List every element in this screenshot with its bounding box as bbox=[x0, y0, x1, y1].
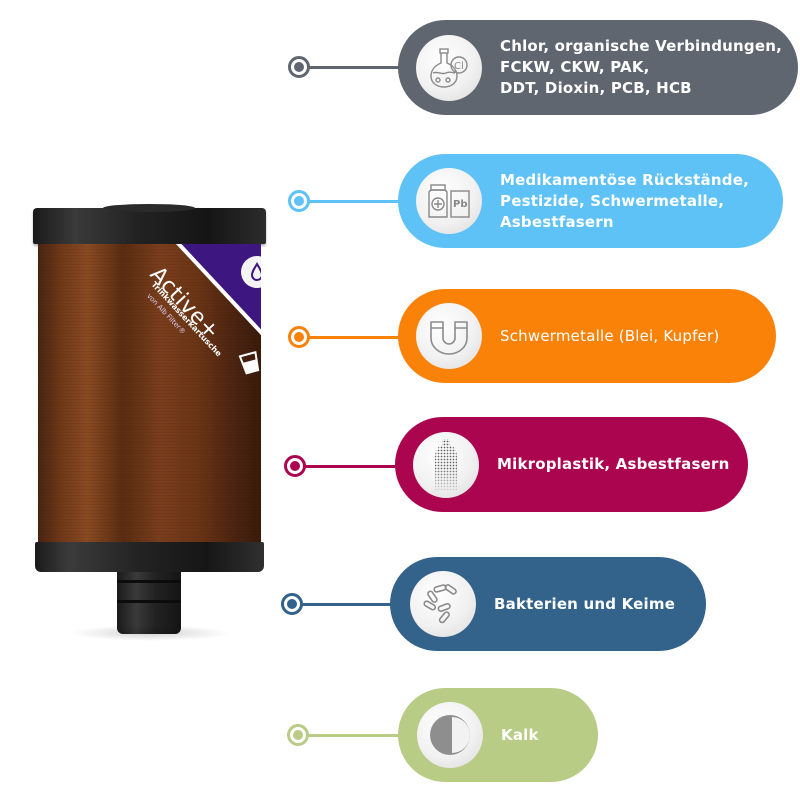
product-name: Active+ bbox=[144, 262, 225, 345]
connector-line bbox=[308, 734, 400, 737]
water-drop-badge bbox=[241, 256, 261, 288]
connector-dot bbox=[288, 326, 310, 348]
feature-text: Schwermetalle (Blei, Kupfer) bbox=[500, 326, 720, 345]
feature-pill: Cl Chlor, organische Verbindungen, FCKW,… bbox=[398, 20, 798, 115]
product-label-band bbox=[148, 244, 261, 478]
cartridge-nozzle bbox=[117, 572, 181, 634]
cartridge-shadow bbox=[70, 625, 230, 641]
icon-circle bbox=[416, 303, 482, 369]
bacteria-icon bbox=[423, 584, 457, 624]
connector-dot bbox=[287, 724, 309, 746]
cartridge-top-cap bbox=[33, 204, 266, 244]
feature-pill: Bakterien und Keime bbox=[390, 557, 706, 651]
connector-line bbox=[302, 603, 392, 606]
icon-circle bbox=[417, 702, 483, 768]
feature-text: Chlor, organische Verbindungen, FCKW, CK… bbox=[500, 37, 783, 97]
flask-chlorine-icon: Cl bbox=[430, 47, 468, 88]
feature-text: Medikamentöse Rückstände, Pestizide, Sch… bbox=[500, 170, 749, 231]
icon-circle: Pb bbox=[416, 168, 482, 234]
connector-dot bbox=[288, 56, 310, 78]
water-drop-icon bbox=[250, 262, 261, 281]
connector-dot bbox=[281, 593, 303, 615]
connector-dot bbox=[288, 190, 310, 212]
half-circle-icon bbox=[430, 715, 470, 755]
feature-pill: Mikroplastik, Asbestfasern bbox=[395, 417, 748, 512]
dissolving-bottle-icon bbox=[435, 438, 457, 491]
feature-pill: Pb Medikamentöse Rückstände, Pestizide, … bbox=[398, 154, 783, 248]
feature-pill: Schwermetalle (Blei, Kupfer) bbox=[398, 289, 776, 383]
connector-line bbox=[309, 336, 399, 339]
feature-text: Bakterien und Keime bbox=[494, 594, 676, 613]
cartridge-bottom-cap bbox=[35, 542, 264, 572]
product-subtitle: Trinkwasserkartusche bbox=[149, 280, 224, 359]
magnet-icon bbox=[430, 321, 468, 355]
icon-circle: Cl bbox=[416, 34, 482, 101]
feature-text: Mikroplastik, Asbestfasern bbox=[497, 455, 730, 473]
product-brand: von Alb Filter® bbox=[145, 292, 188, 337]
svg-text:Pb: Pb bbox=[453, 199, 468, 210]
connector-line bbox=[309, 200, 399, 203]
connector-dot bbox=[284, 455, 306, 477]
feature-pill: Kalk bbox=[398, 688, 598, 782]
svg-text:Cl: Cl bbox=[454, 61, 464, 72]
medicine-bottle-lead-icon: Pb bbox=[428, 184, 470, 218]
drinking-glass-icon bbox=[238, 350, 260, 375]
feature-text: Kalk bbox=[501, 725, 539, 744]
connector-line bbox=[309, 66, 399, 69]
connector-line bbox=[305, 465, 398, 468]
icon-circle bbox=[410, 571, 476, 637]
icon-circle bbox=[413, 431, 479, 498]
cartridge-body: Active+ Trinkwasserkartusche von Alb Fil… bbox=[38, 244, 261, 544]
